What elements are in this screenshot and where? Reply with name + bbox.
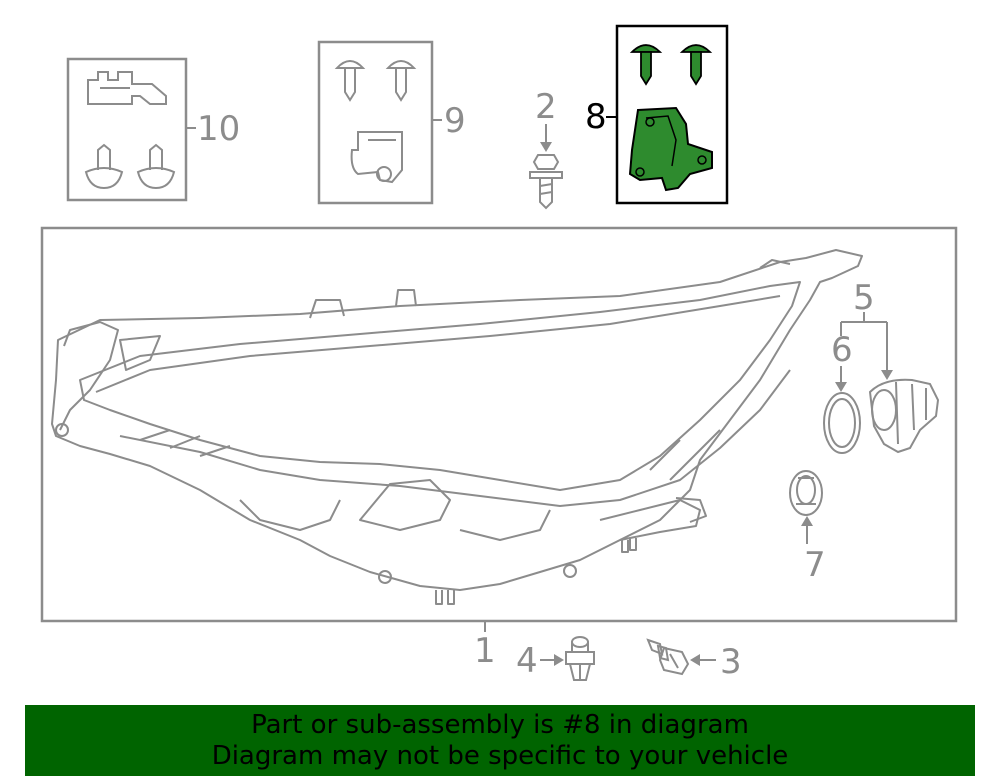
push-rivet-icon [84,143,124,190]
headlamp-assembly-icon[interactable] [51,249,863,605]
callout-9: 9 [444,101,466,141]
green-screw-icon [679,44,713,86]
bracket-icon [628,106,713,192]
callout-10: 10 [197,109,240,149]
retainer-clip-icon [350,131,403,184]
part-9-box [317,40,434,205]
nut-icon [565,636,595,681]
screw-icon [385,60,417,102]
callout-1: 1 [474,631,496,671]
callout-7: 7 [804,545,826,585]
bulb-socket-icon [868,378,940,454]
part-10-box [66,57,188,202]
callout-8: 8 [585,97,607,137]
part-7-group[interactable]: 7 [789,470,826,585]
part-9-group[interactable]: 9 [317,40,466,205]
arrow-head [881,370,893,380]
arrow-head [801,516,813,526]
part-8-box [615,24,729,205]
part-1-group[interactable]: 1 [474,621,496,671]
arrow-head [540,142,552,152]
flange-bolt-icon [646,638,690,676]
arrow-head [554,654,564,666]
callout-6: 6 [831,330,853,370]
banner-line-2: Diagram may not be specific to your vehi… [211,741,789,771]
bulb-icon [789,470,823,516]
o-ring-icon [823,392,861,454]
part-4-group[interactable]: 4 [516,636,595,681]
push-rivet-icon [136,143,176,190]
callout-3: 3 [720,642,742,682]
callout-5: 5 [853,278,875,318]
part-8-group[interactable]: 8 [585,24,729,205]
info-banner: Part or sub-assembly is #8 in diagram Di… [25,705,975,776]
arrow-head [835,382,847,392]
part-2-group[interactable]: 2 [529,87,563,210]
banner-line-1: Part or sub-assembly is #8 in diagram [251,710,749,740]
clip-icon [87,71,167,105]
part-5-group[interactable]: 5 [840,278,940,454]
screw-icon [334,60,366,102]
green-screw-icon [629,44,663,86]
part-6-group[interactable]: 6 [823,330,861,454]
arrow-head [690,654,700,666]
bolt-icon [529,154,563,210]
part-10-group[interactable]: 10 [66,57,240,202]
callout-4: 4 [516,641,538,681]
callout-2: 2 [535,87,557,127]
part-3-group[interactable]: 3 [646,638,742,682]
leader-line [840,312,888,372]
headlamp-frame [40,226,958,623]
